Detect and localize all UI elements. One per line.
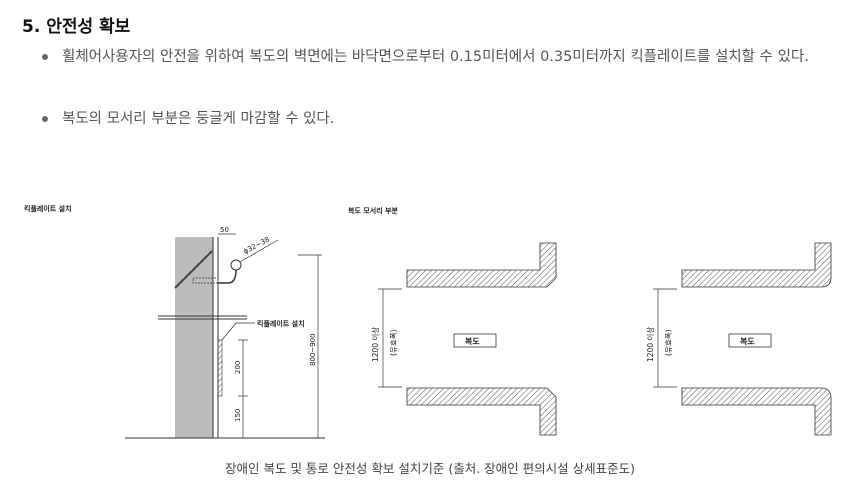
corridor-rounded [681, 242, 832, 436]
kickplate-drawing: 킥플레이트 설치 ϕ32~38 50 킥플레이트 설치 200 150 800~… [24, 204, 325, 439]
section-heading: 5. 안전성 확보 [22, 17, 131, 37]
bullet-icon [42, 54, 48, 60]
corridor-label: 복도 [465, 336, 480, 346]
width-label: 1200 이상 [645, 327, 655, 362]
handrail [230, 259, 242, 271]
left-title: 킥플레이트 설치 [24, 204, 72, 213]
width-sub: (유효폭) [664, 329, 673, 356]
corridor-chamfered [406, 242, 557, 436]
dim-50: 50 [220, 226, 229, 234]
dim-150: 150 [234, 409, 242, 422]
figure-caption: 장애인 복도 및 통로 안전성 확보 설치기준 (출처. 장애인 편의시설 상세… [225, 461, 635, 476]
right-title: 복도 모서리 부분 [348, 206, 399, 215]
corridor-corner-drawing: 복도 모서리 부분 1200 이상 (유효폭) 복도 1200 이상 (유효폭)… [348, 206, 832, 436]
dim-height: 800~900 [309, 333, 317, 366]
wall-column [175, 237, 213, 438]
kick-label: 킥플레이트 설치 [257, 319, 305, 328]
kickplate [217, 339, 223, 397]
dim-200: 200 [234, 361, 242, 374]
corridor-label: 복도 [740, 336, 755, 346]
bullet-text: 휠체어사용자의 안전을 위하여 복도의 벽면에는 바닥면으로부터 0.15미터에… [62, 49, 809, 65]
bullet-icon [42, 116, 48, 122]
width-sub: (유효폭) [389, 329, 398, 356]
bullet-text: 복도의 모서리 부분은 둥글게 마감할 수 있다. [62, 111, 335, 127]
handrail-bracket [218, 269, 237, 284]
width-label: 1200 이상 [370, 327, 380, 362]
